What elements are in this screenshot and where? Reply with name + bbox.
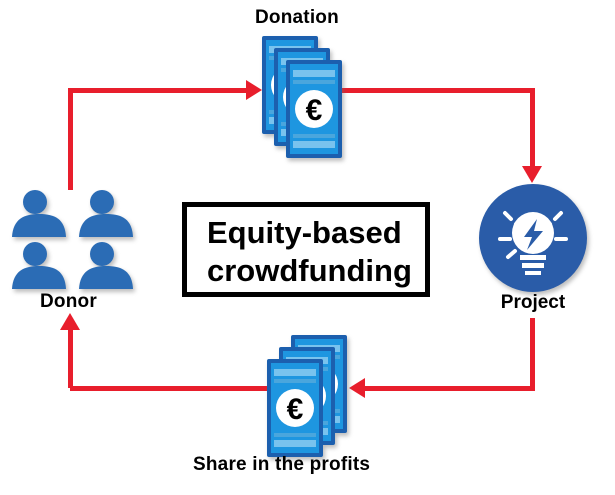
- banknote-front: €: [267, 359, 323, 457]
- project-label: Project: [500, 292, 566, 313]
- euro-symbol: €: [306, 94, 323, 127]
- lightning-bolt-icon: [524, 219, 543, 250]
- person-icon: [79, 242, 133, 289]
- lightbulb-base: [520, 255, 546, 275]
- title-box: Equity-based crowdfunding: [182, 202, 430, 297]
- profits-label: Share in the profits: [193, 454, 371, 475]
- arrow-head-left-icon: [349, 378, 365, 398]
- arrow-donor-to-donation-vertical: [68, 88, 73, 190]
- arrow-project-to-profits-horizontal: [363, 386, 535, 391]
- project-label-wrap: Project: [478, 292, 588, 314]
- title-line-1: Equity-based: [207, 215, 402, 250]
- euro-symbol: €: [287, 393, 304, 426]
- title-line-2: crowdfunding: [207, 253, 412, 288]
- arrow-project-to-profits-vertical: [530, 318, 535, 388]
- person-icon: [12, 242, 66, 289]
- donor-label: Donor: [40, 291, 97, 312]
- banknote-front: €: [286, 60, 342, 158]
- arrow-profits-to-donor-vertical: [68, 328, 73, 388]
- arrow-donation-to-project-vertical: [530, 88, 535, 168]
- euro-banknotes-icon: €: [262, 36, 342, 158]
- arrow-head-up-icon: [60, 313, 80, 330]
- person-icon: [79, 190, 133, 237]
- arrow-head-down-icon: [522, 166, 542, 183]
- person-icon: [12, 190, 66, 237]
- arrow-head-right-icon: [246, 80, 262, 100]
- arrow-donation-to-project-horizontal: [342, 88, 535, 93]
- arrow-profits-to-donor-horizontal: [70, 386, 270, 391]
- donation-label: Donation: [255, 7, 339, 28]
- lightbulb-icon: [479, 184, 587, 292]
- arrow-donor-to-donation-horizontal: [68, 88, 248, 93]
- euro-banknotes-icon: €: [267, 335, 347, 457]
